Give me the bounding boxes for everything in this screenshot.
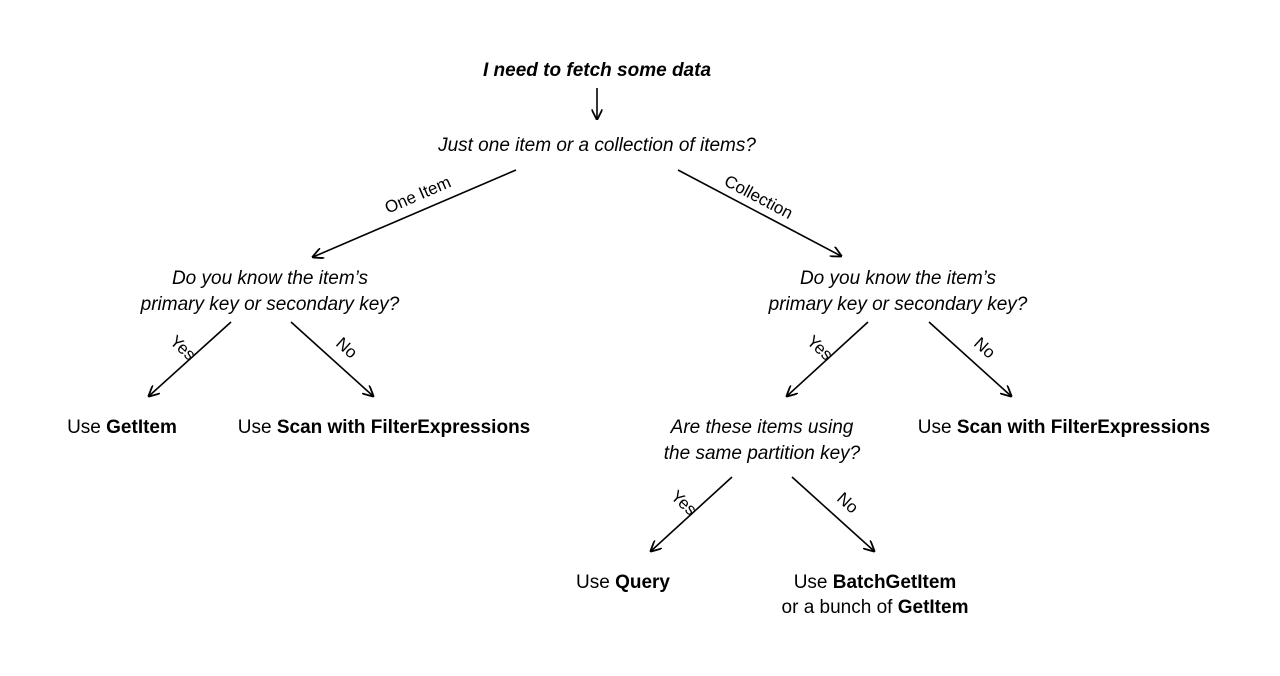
edge-partition-no xyxy=(791,476,874,551)
edge-left-no xyxy=(290,321,373,396)
question-right-key-known-line2: primary key or secondary key? xyxy=(768,294,1028,315)
question-left-key-known-line1: Do you know the item’s xyxy=(172,268,369,289)
question-partition-key-line1: Are these items using xyxy=(670,417,854,438)
leaf-use-query: Use Query xyxy=(576,572,670,593)
edge-label-one-item: One Item xyxy=(382,172,454,217)
edge-label-left-no: No xyxy=(332,334,361,363)
leaf-use-batchgetitem-line1: Use BatchGetItem xyxy=(794,572,957,593)
edge-right-yes xyxy=(787,321,869,396)
leaf-bunch-of-getitem-prefix: or a bunch of xyxy=(782,597,898,618)
edge-label-collection: Collection xyxy=(721,171,796,223)
leaf-use-batchgetitem-prefix: Use xyxy=(794,572,833,593)
leaf-bunch-of-getitem-api: GetItem xyxy=(898,597,969,618)
question-right-key-known-line1: Do you know the item’s xyxy=(800,268,997,289)
edge-collection xyxy=(677,169,841,256)
edge-label-left-yes: Yes xyxy=(166,332,199,365)
leaf-use-scan-right-prefix: Use xyxy=(918,417,957,438)
question-left-key-known-line2: primary key or secondary key? xyxy=(140,294,400,315)
leaf-use-scan-right-api: Scan with FilterExpressions xyxy=(957,417,1210,438)
leaf-use-batchgetitem-line2: or a bunch of GetItem xyxy=(782,597,969,618)
edge-label-right-no: No xyxy=(970,334,999,363)
leaf-use-getitem: Use GetItem xyxy=(67,417,177,438)
edge-partition-yes xyxy=(651,476,733,551)
leaf-use-getitem-prefix: Use xyxy=(67,417,106,438)
edge-label-partition-no: No xyxy=(833,489,862,518)
question-one-or-collection: Just one item or a collection of items? xyxy=(437,135,756,156)
leaf-use-batchgetitem-api: BatchGetItem xyxy=(833,572,957,593)
edge-label-partition-yes: Yes xyxy=(667,487,700,520)
leaf-use-scan-left: Use Scan with FilterExpressions xyxy=(238,417,531,438)
question-partition-key-line2: the same partition key? xyxy=(664,443,861,464)
edge-left-yes xyxy=(149,321,232,396)
leaf-use-scan-left-prefix: Use xyxy=(238,417,277,438)
leaf-use-scan-right: Use Scan with FilterExpressions xyxy=(918,417,1211,438)
leaf-use-getitem-api: GetItem xyxy=(106,417,177,438)
leaf-use-scan-left-api: Scan with FilterExpressions xyxy=(277,417,530,438)
leaf-use-query-prefix: Use xyxy=(576,572,615,593)
edge-label-right-yes: Yes xyxy=(803,332,836,365)
edge-right-no xyxy=(928,321,1011,396)
edge-one-item xyxy=(313,169,517,257)
leaf-use-query-api: Query xyxy=(615,572,670,593)
root-node-label: I need to fetch some data xyxy=(483,60,711,81)
